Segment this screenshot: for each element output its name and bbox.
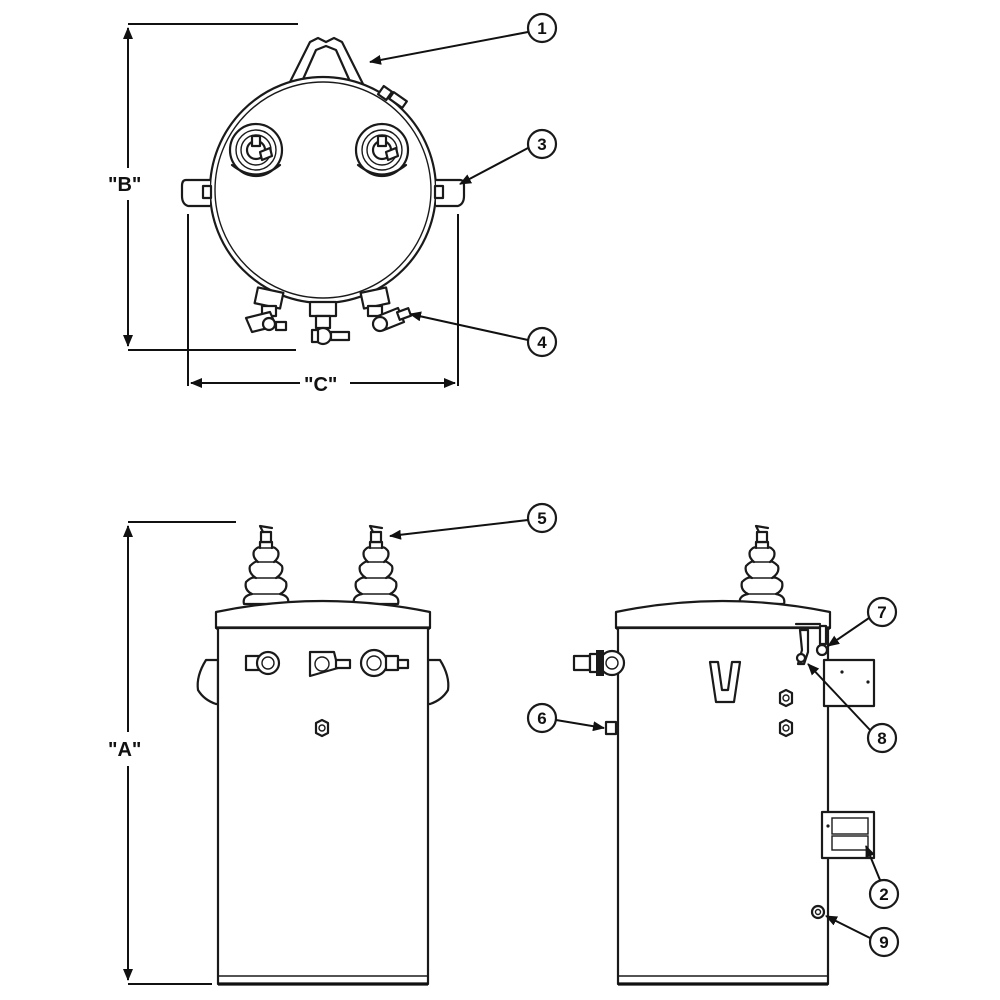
callout-6: 6 — [526, 702, 605, 734]
front-view: "A" — [108, 521, 450, 986]
lv-bushing-top-left — [244, 286, 288, 334]
callout-2-label: 2 — [879, 885, 888, 904]
lv-bushing-top-center — [308, 300, 351, 346]
callout-8-label: 8 — [877, 729, 886, 748]
lv-bushing-top-right — [359, 286, 413, 333]
mounting-bracket-front-left — [196, 658, 220, 706]
ground-nut-9 — [810, 904, 826, 920]
mounting-bracket-front-right — [426, 658, 450, 706]
drain-valve — [604, 720, 618, 736]
callout-9: 9 — [825, 915, 900, 958]
mounting-bracket-right — [433, 178, 466, 208]
dimension-a: "A" — [108, 521, 236, 985]
nameplate-upper — [822, 658, 876, 708]
mounting-bracket-left — [180, 178, 213, 208]
hv-bushing-front-left — [242, 524, 290, 606]
hv-bushing-side — [738, 524, 786, 606]
callout-4-label: 4 — [537, 333, 547, 352]
callout-4: 4 — [409, 311, 558, 358]
dimension-b-label: "B" — [108, 174, 141, 196]
lv-bushing-side — [572, 649, 626, 677]
lv-terminal-front-left — [244, 650, 281, 676]
lifting-handle — [287, 36, 365, 87]
ground-connector-7 — [815, 624, 829, 657]
tank-body-front — [216, 626, 430, 986]
callout-9-label: 9 — [879, 933, 888, 952]
tank-body-side — [616, 626, 830, 986]
lv-terminal-front-right — [359, 648, 410, 678]
tap-changer-lever — [794, 622, 822, 666]
top-view: "B" "C" — [108, 23, 466, 396]
lv-terminal-front-center — [308, 650, 352, 678]
callout-7-label: 7 — [877, 603, 886, 622]
dimension-c: "C" — [187, 214, 459, 396]
tank-cover-side — [614, 599, 832, 630]
callout-7: 7 — [827, 596, 898, 647]
pressure-relief-valve-top — [376, 84, 408, 109]
hv-bushing-front-right — [352, 524, 400, 606]
dimension-b: "B" — [108, 23, 298, 351]
ground-nut-front — [314, 718, 330, 738]
tank-outline-top — [208, 75, 438, 305]
callout-5: 5 — [389, 502, 558, 540]
callout-3: 3 — [459, 128, 558, 185]
side-view — [572, 524, 876, 986]
callout-3-label: 3 — [537, 135, 546, 154]
dimension-c-label: "C" — [304, 374, 337, 396]
callout-6-label: 6 — [537, 709, 546, 728]
nameplate-lower — [820, 810, 876, 860]
callout-2: 2 — [865, 845, 900, 910]
nut-upper — [778, 688, 794, 708]
tank-cover-front — [214, 599, 432, 630]
nut-lower — [778, 718, 794, 738]
callout-8: 8 — [807, 663, 898, 754]
dimension-a-label: "A" — [108, 739, 141, 761]
callout-5-label: 5 — [537, 509, 546, 528]
callout-1-label: 1 — [537, 19, 546, 38]
hanger-bracket-side — [708, 660, 742, 704]
callout-1: 1 — [369, 12, 558, 65]
